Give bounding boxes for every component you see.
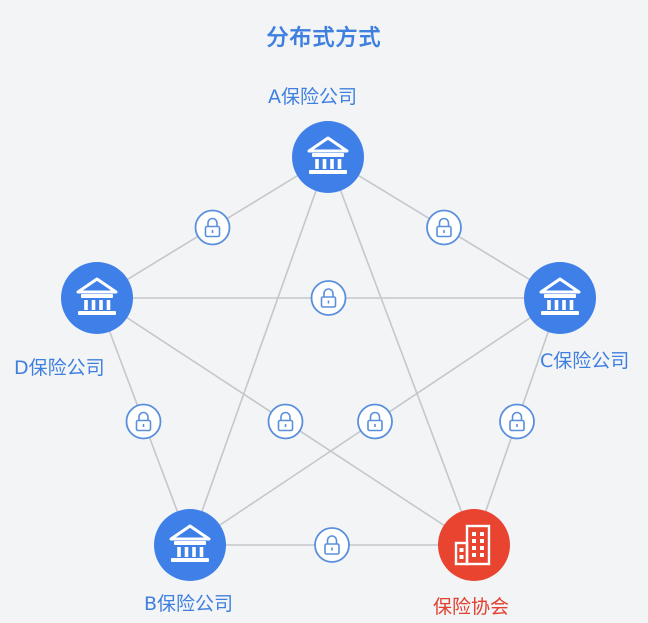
node-b bbox=[154, 509, 226, 581]
node-label-e: 保险协会 bbox=[433, 596, 510, 618]
bank-icon bbox=[307, 136, 349, 174]
lock-icon bbox=[499, 403, 535, 440]
lock-icon bbox=[125, 403, 162, 440]
diagram-title: 分布式方式 bbox=[266, 26, 382, 51]
node-label-b: B保险公司 bbox=[144, 593, 234, 615]
building-icon bbox=[454, 524, 491, 566]
edges-layer bbox=[96, 156, 561, 546]
bank-icon bbox=[539, 277, 581, 315]
nodes-layer bbox=[61, 121, 596, 581]
lock-icon bbox=[357, 403, 393, 440]
node-label-d: D保险公司 bbox=[14, 357, 105, 379]
node-a bbox=[292, 121, 364, 193]
bank-icon bbox=[76, 277, 118, 315]
node-label-c: C保险公司 bbox=[540, 350, 630, 372]
lock-icon bbox=[267, 403, 304, 440]
lock-icon bbox=[194, 209, 231, 246]
node-label-a: A保险公司 bbox=[268, 86, 357, 108]
lock-icon bbox=[310, 280, 347, 316]
bank-icon bbox=[169, 524, 211, 562]
locks-layer bbox=[125, 209, 535, 563]
node-e bbox=[438, 509, 510, 581]
node-c bbox=[524, 262, 596, 334]
lock-icon bbox=[314, 527, 350, 563]
lock-icon bbox=[426, 209, 462, 246]
edge-a-b bbox=[189, 156, 329, 546]
node-d bbox=[61, 262, 133, 334]
edge-a-e bbox=[327, 156, 475, 546]
